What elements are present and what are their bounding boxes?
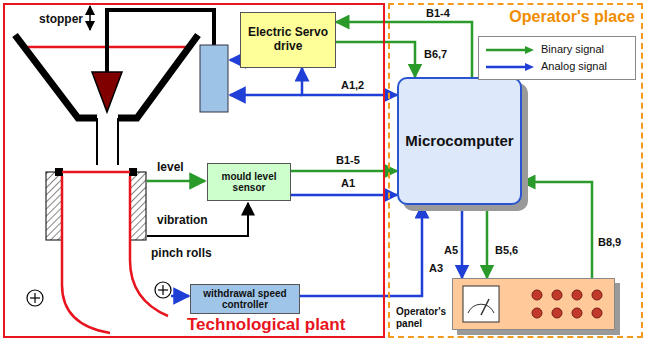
level-signal (147, 180, 205, 183)
node-label: Operator's panel (396, 306, 451, 329)
signal-name: B5,6 (494, 244, 519, 256)
part-name: stopper (38, 12, 84, 26)
sensor-box: mould level sensor (207, 163, 291, 201)
binary-signal (522, 182, 592, 278)
signal-name: A5 (443, 244, 459, 256)
binary-signal (336, 22, 472, 77)
signal-name: A1,2 (340, 79, 365, 91)
node-label: mould level sensor (212, 171, 286, 194)
servo-box: Electric Servo drive (240, 12, 336, 68)
legend-label: Binary signal (541, 43, 604, 56)
signal-name: A3 (428, 262, 444, 274)
legend-swatch (485, 45, 535, 55)
node-label: withdrawal speed controller (195, 288, 295, 311)
node-label: Technological plant (187, 315, 345, 335)
analog-signal (291, 194, 397, 197)
panel-controls (453, 279, 613, 329)
legend-box: Binary signalAnalog signal (478, 36, 636, 80)
part-name: pinch rolls (150, 246, 213, 260)
part-name: vibration (156, 213, 209, 227)
analog-signal (300, 205, 422, 296)
signal-name: B1-4 (425, 7, 451, 19)
signal-name: B8,9 (597, 236, 622, 248)
legend-row: Analog signal (485, 58, 629, 75)
binary-signal (486, 205, 489, 278)
binary-signal (291, 170, 397, 173)
controller-box: withdrawal speed controller (190, 284, 300, 314)
actuator-feedback (230, 94, 302, 97)
speed-signal (171, 295, 189, 298)
node-label: Microcomputer (405, 132, 513, 149)
legend-row: Binary signal (485, 41, 629, 58)
vibration-line (147, 203, 248, 236)
signal-name: A1 (340, 177, 356, 189)
computer-box: Microcomputer (397, 77, 522, 205)
signal-name: B6,7 (423, 48, 448, 60)
legend-swatch (485, 62, 535, 72)
panel-box: Operator's panel (452, 278, 615, 330)
actuator (200, 45, 228, 112)
node-label: Operator's place (509, 8, 635, 26)
part-name: level (156, 160, 185, 174)
signal-name: B1-5 (335, 154, 361, 166)
plant-region: Technological plant Electric Servo drive m… (3, 3, 385, 338)
binary-signal (336, 42, 415, 77)
stopper-rod (90, 6, 214, 112)
legend-label: Analog signal (541, 60, 607, 73)
actuator-signal (230, 59, 240, 62)
analog-signal (302, 68, 397, 95)
node-label: Electric Servo drive (245, 26, 331, 54)
analog-signal (461, 205, 464, 278)
pinch-roll (27, 282, 171, 306)
